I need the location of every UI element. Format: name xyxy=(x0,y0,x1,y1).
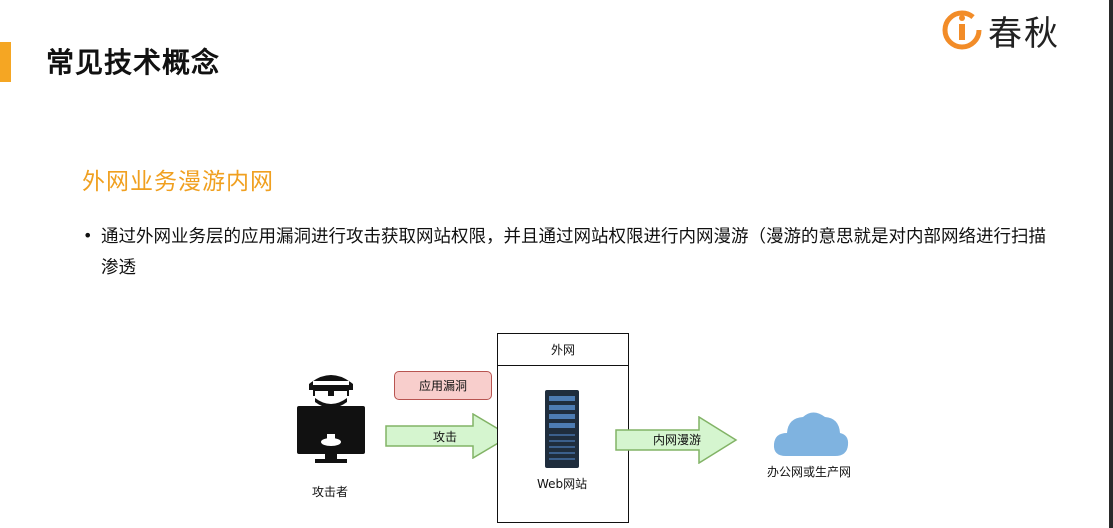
cloud-icon xyxy=(773,412,849,456)
roam-label: 内网漫游 xyxy=(653,433,702,447)
zone-label: 外网 xyxy=(498,334,628,366)
vuln-box: 应用漏洞 xyxy=(394,371,492,400)
server-label: Web网站 xyxy=(537,477,588,491)
bullet-text: 通过外网业务层的应用漏洞进行攻击获取网站权限，并且通过网站权限进行内网漫游（漫游… xyxy=(101,227,1046,278)
logo: 春秋 xyxy=(940,4,1080,54)
attack-label: 攻击 xyxy=(433,430,458,444)
hacker-computer-icon xyxy=(297,375,365,463)
roam-arrow xyxy=(615,416,738,464)
title-accent-bar xyxy=(0,42,11,82)
attack-arrow xyxy=(385,413,512,459)
target-label: 办公网或生产网 xyxy=(767,465,852,479)
server-rack-icon xyxy=(545,390,579,468)
attacker-label: 攻击者 xyxy=(312,485,349,499)
window-edge xyxy=(1109,0,1113,528)
vuln-label: 应用漏洞 xyxy=(418,379,467,393)
section-title: 外网业务漫游内网 xyxy=(82,169,274,195)
chunqiu-logo-icon xyxy=(942,10,982,50)
bullet-dot-icon: • xyxy=(83,226,93,245)
logo-text: 春秋 xyxy=(988,14,1060,54)
page-title: 常见技术概念 xyxy=(46,46,221,79)
